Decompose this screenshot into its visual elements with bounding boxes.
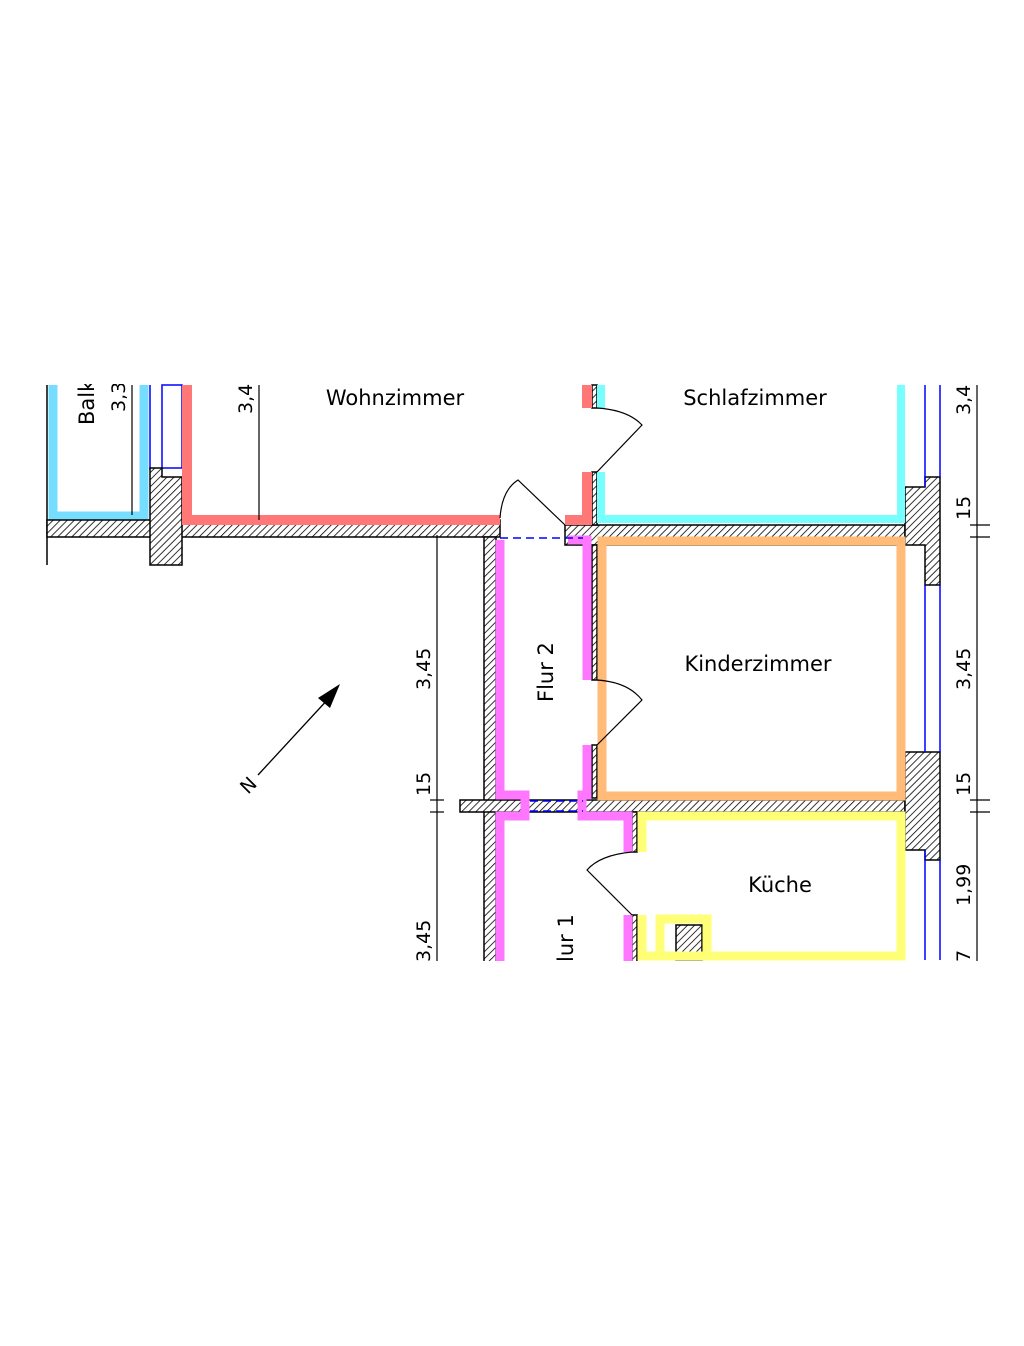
window-lines <box>924 385 941 960</box>
door-kitchen <box>586 851 633 916</box>
dim-left-2: 15 <box>413 772 435 796</box>
dim-left-3: 3,45 <box>413 920 435 962</box>
room-label-hall1: lur 1 <box>554 914 578 962</box>
room-label-hall2: Flur 2 <box>534 642 558 702</box>
balcony <box>46 384 183 565</box>
dim-right-4: 15 <box>953 772 975 796</box>
room-label-balcony: Balk <box>75 379 99 425</box>
dim-left-1: 3,45 <box>413 648 435 690</box>
dimension-lines <box>258 385 990 962</box>
north-arrow: N <box>236 684 340 799</box>
room-outlines <box>182 385 906 962</box>
dim-right-2: 15 <box>953 496 975 520</box>
door-living <box>499 479 566 526</box>
room-label-children: Kinderzimmer <box>684 652 831 676</box>
doors <box>499 407 643 916</box>
door-bedroom <box>596 407 643 473</box>
dim-right-1: 3,4 <box>953 385 975 415</box>
north-label: N <box>236 773 262 799</box>
walls <box>46 384 941 963</box>
room-label-living: Wohnzimmer <box>326 386 465 410</box>
room-label-kitchen: Küche <box>748 873 812 897</box>
dim-right-5: 1,99 <box>953 864 975 906</box>
dim-right-6: 7 <box>953 950 975 962</box>
dim-balcony: 3,3 <box>108 382 130 412</box>
door-children <box>596 679 643 746</box>
room-label-bedroom: Schlafzimmer <box>683 386 827 410</box>
dim-living: 3,4 <box>235 384 257 414</box>
dim-right-3: 3,45 <box>953 648 975 690</box>
